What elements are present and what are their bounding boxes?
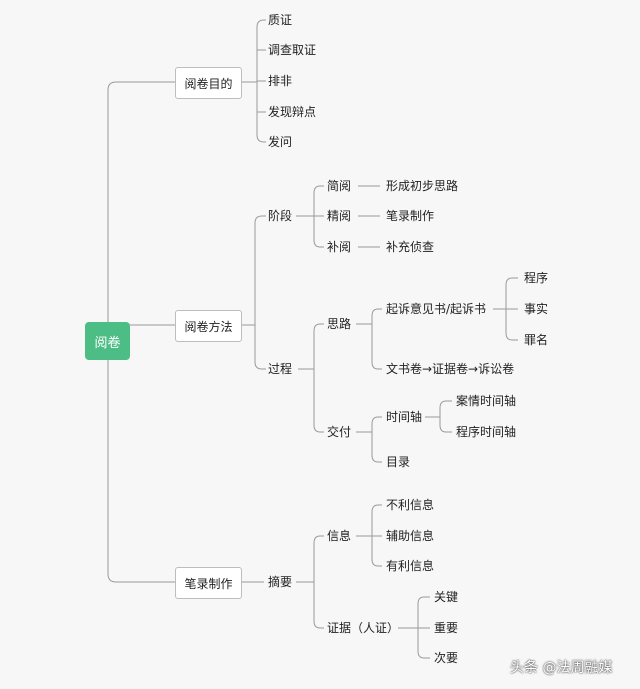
connector-evidence [398, 596, 430, 659]
node-stage[interactable]: 阶段 [268, 209, 293, 223]
stage-item[interactable]: 精阅 [327, 209, 352, 223]
connector-timeline [425, 400, 452, 433]
timeline-item[interactable]: 程序时间轴 [456, 425, 517, 439]
purpose-item[interactable]: 发现辩点 [268, 105, 317, 119]
node-timeline[interactable]: 时间轴 [386, 410, 423, 424]
node-indictment[interactable]: 起诉意见书/起诉书 [386, 302, 487, 316]
info-item[interactable]: 不利信息 [386, 498, 435, 512]
connector-delivery [356, 416, 382, 463]
connector-method [240, 215, 266, 370]
node-reading-method[interactable]: 阅卷方法 [175, 310, 242, 342]
stage-item[interactable]: 补阅 [327, 240, 352, 254]
connector-purpose [240, 19, 266, 143]
stage-result[interactable]: 形成初步思路 [386, 179, 459, 193]
node-volumes[interactable]: 文书卷→证据卷→诉讼卷 [386, 362, 515, 376]
node-thinking[interactable]: 思路 [327, 317, 352, 331]
node-process[interactable]: 过程 [268, 362, 293, 376]
timeline-item[interactable]: 案情时间轴 [456, 394, 517, 408]
purpose-item[interactable]: 发问 [268, 135, 293, 149]
node-delivery[interactable]: 交付 [327, 425, 352, 439]
stage-result[interactable]: 笔录制作 [386, 209, 435, 223]
node-summary[interactable]: 摘要 [268, 575, 293, 589]
connector-info [356, 504, 382, 567]
stage-item[interactable]: 简阅 [327, 179, 352, 193]
connector-process [298, 323, 324, 433]
watermark: 头条 @法周融媒 [510, 660, 613, 676]
connector-stage [296, 185, 324, 248]
connector-root [107, 81, 175, 583]
info-item[interactable]: 辅助信息 [386, 529, 435, 543]
evidence-item[interactable]: 关键 [434, 590, 459, 604]
purpose-item[interactable]: 排非 [268, 74, 293, 88]
indictment-item[interactable]: 程序 [524, 271, 549, 285]
connector-indictment [493, 277, 518, 341]
indictment-item[interactable]: 事实 [524, 302, 549, 316]
node-evidence[interactable]: 证据（人证） [327, 621, 400, 635]
root-node[interactable]: 阅卷 [85, 322, 130, 360]
connector-summary [296, 535, 324, 629]
indictment-item[interactable]: 罪名 [524, 333, 549, 347]
purpose-item[interactable]: 质证 [268, 13, 293, 27]
info-item[interactable]: 有利信息 [386, 559, 435, 573]
evidence-item[interactable]: 次要 [434, 651, 459, 665]
purpose-item[interactable]: 调查取证 [268, 43, 317, 57]
connector-stage-results [358, 185, 380, 248]
node-catalog[interactable]: 目录 [386, 455, 411, 469]
node-note-making[interactable]: 笔录制作 [175, 567, 242, 599]
node-reading-purpose[interactable]: 阅卷目的 [175, 67, 242, 99]
evidence-item[interactable]: 重要 [434, 621, 459, 635]
stage-result[interactable]: 补充侦查 [386, 240, 435, 254]
node-info[interactable]: 信息 [327, 529, 352, 543]
connector-thinking [356, 308, 382, 370]
